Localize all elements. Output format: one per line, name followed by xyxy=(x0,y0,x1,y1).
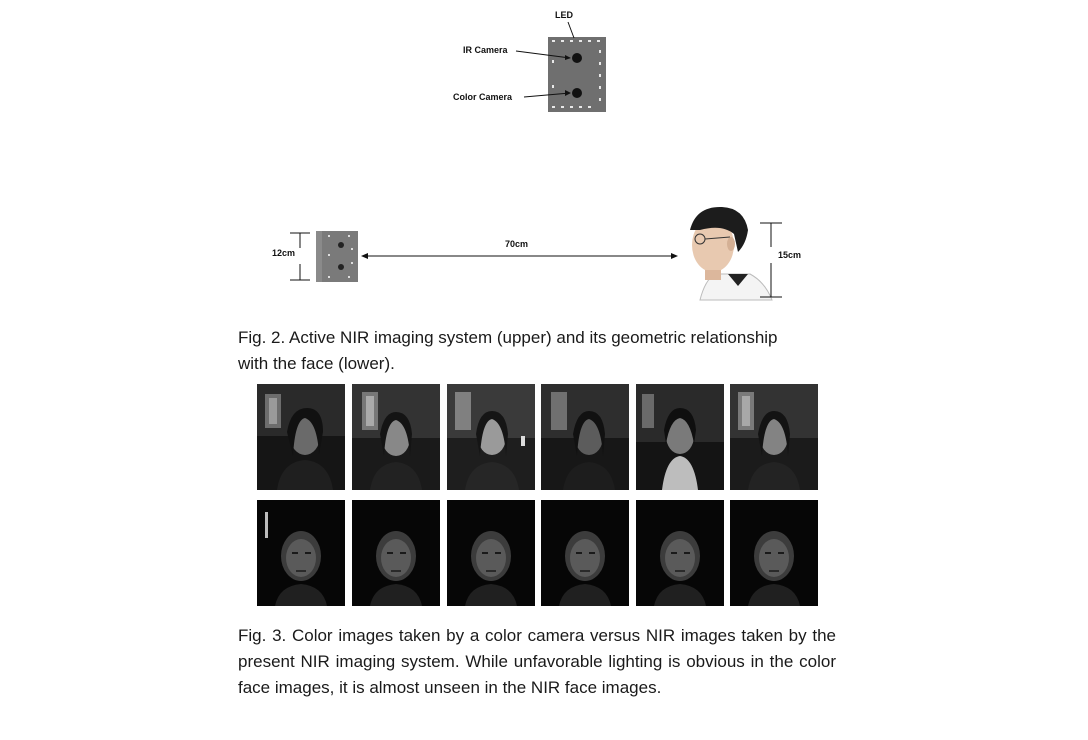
distance-label: 70cm xyxy=(505,239,529,249)
nir-face-image xyxy=(636,500,724,606)
figure-2-caption-line-1: Fig. 2. Active NIR imaging system (upper… xyxy=(238,328,778,347)
geometry-diagram: 12cm 70cm 15cm xyxy=(260,200,820,310)
device-box xyxy=(548,37,606,112)
color-face-image xyxy=(352,384,440,490)
nir-face-image xyxy=(541,500,629,606)
nir-face-image xyxy=(447,500,535,606)
color-face-image xyxy=(447,384,535,490)
nir-device-diagram: LED IR Camera Color Camera xyxy=(440,0,640,120)
small-device xyxy=(316,231,358,282)
figure-3-caption: Fig. 3. Color images taken by a color ca… xyxy=(238,626,836,697)
color-face-image xyxy=(730,384,818,490)
ir-camera-lens xyxy=(572,53,582,63)
ir-camera-label: IR Camera xyxy=(463,45,508,55)
led-label: LED xyxy=(555,10,573,20)
face-height-label: 15cm xyxy=(778,250,802,260)
color-camera-lens xyxy=(572,88,582,98)
figure-2-caption-line-2: with the face (lower). xyxy=(238,354,395,373)
color-face-image xyxy=(636,384,724,490)
color-camera-label: Color Camera xyxy=(453,92,513,102)
device-height-label: 12cm xyxy=(272,248,296,258)
nir-face-image xyxy=(730,500,818,606)
color-face-image xyxy=(541,384,629,490)
person-photo xyxy=(690,206,773,301)
figure-2-caption: Fig. 2. Active NIR imaging system (upper… xyxy=(238,325,836,377)
led-dots xyxy=(552,40,601,108)
nir-face-image xyxy=(257,500,345,606)
nir-face-image xyxy=(352,500,440,606)
face-image-grid xyxy=(257,384,818,606)
color-face-image xyxy=(257,384,345,490)
